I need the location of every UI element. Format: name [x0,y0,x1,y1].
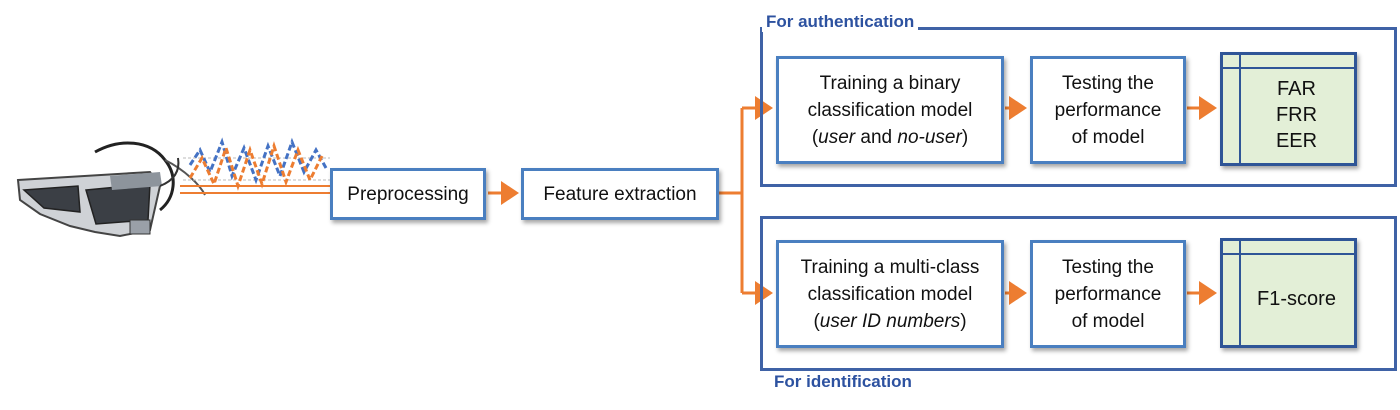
table-header-divider [1223,253,1354,255]
smart-glasses-icon [16,141,206,238]
ident-training-line2: classification model [807,283,973,305]
authentication-group-label: For authentication [762,12,919,32]
identification-group [760,216,1397,371]
metric-frr: FRR [1275,104,1318,126]
auth-testing-line3: of model [1071,126,1145,148]
auth-result-table: FAR FRR EER [1220,52,1357,166]
auth-testing-box: Testing the performance of model [1030,56,1186,164]
feature-extraction-box: Feature extraction [521,168,719,220]
ident-training-box: Training a multi-class classification mo… [776,240,1004,348]
ident-testing-line1: Testing the [1062,256,1154,278]
preprocessing-box: Preprocessing [330,168,486,220]
metric-eer: EER [1275,130,1318,152]
auth-testing-line1: Testing the [1062,72,1154,94]
sensor-signal-icon [180,137,330,194]
ident-training-line1: Training a multi-class [800,256,980,278]
flow-arrows [488,96,1217,305]
ident-testing-box: Testing the performance of model [1030,240,1186,348]
table-header-divider [1223,67,1354,69]
ident-testing-line3: of model [1071,310,1145,332]
table-column-divider [1239,55,1241,163]
ident-result-table: F1-score [1220,238,1357,348]
feature-extraction-label: Feature extraction [543,183,697,205]
ident-testing-line2: performance [1054,283,1162,305]
auth-training-line2: classification model [807,99,973,121]
preprocessing-label: Preprocessing [347,183,469,205]
auth-training-line1: Training a binary [819,72,961,94]
arrow-feature-to-branches [719,108,744,293]
table-column-divider [1239,241,1241,345]
auth-training-line3: (user and no-user) [811,126,969,148]
authentication-group [760,27,1397,187]
identification-group-label: For identification [770,372,916,392]
metric-f1-score: F1-score [1257,288,1336,310]
auth-training-box: Training a binary classification model (… [776,56,1004,164]
metric-far: FAR [1277,78,1316,100]
ident-training-line3: (user ID numbers) [813,310,967,332]
auth-testing-line2: performance [1054,99,1162,121]
